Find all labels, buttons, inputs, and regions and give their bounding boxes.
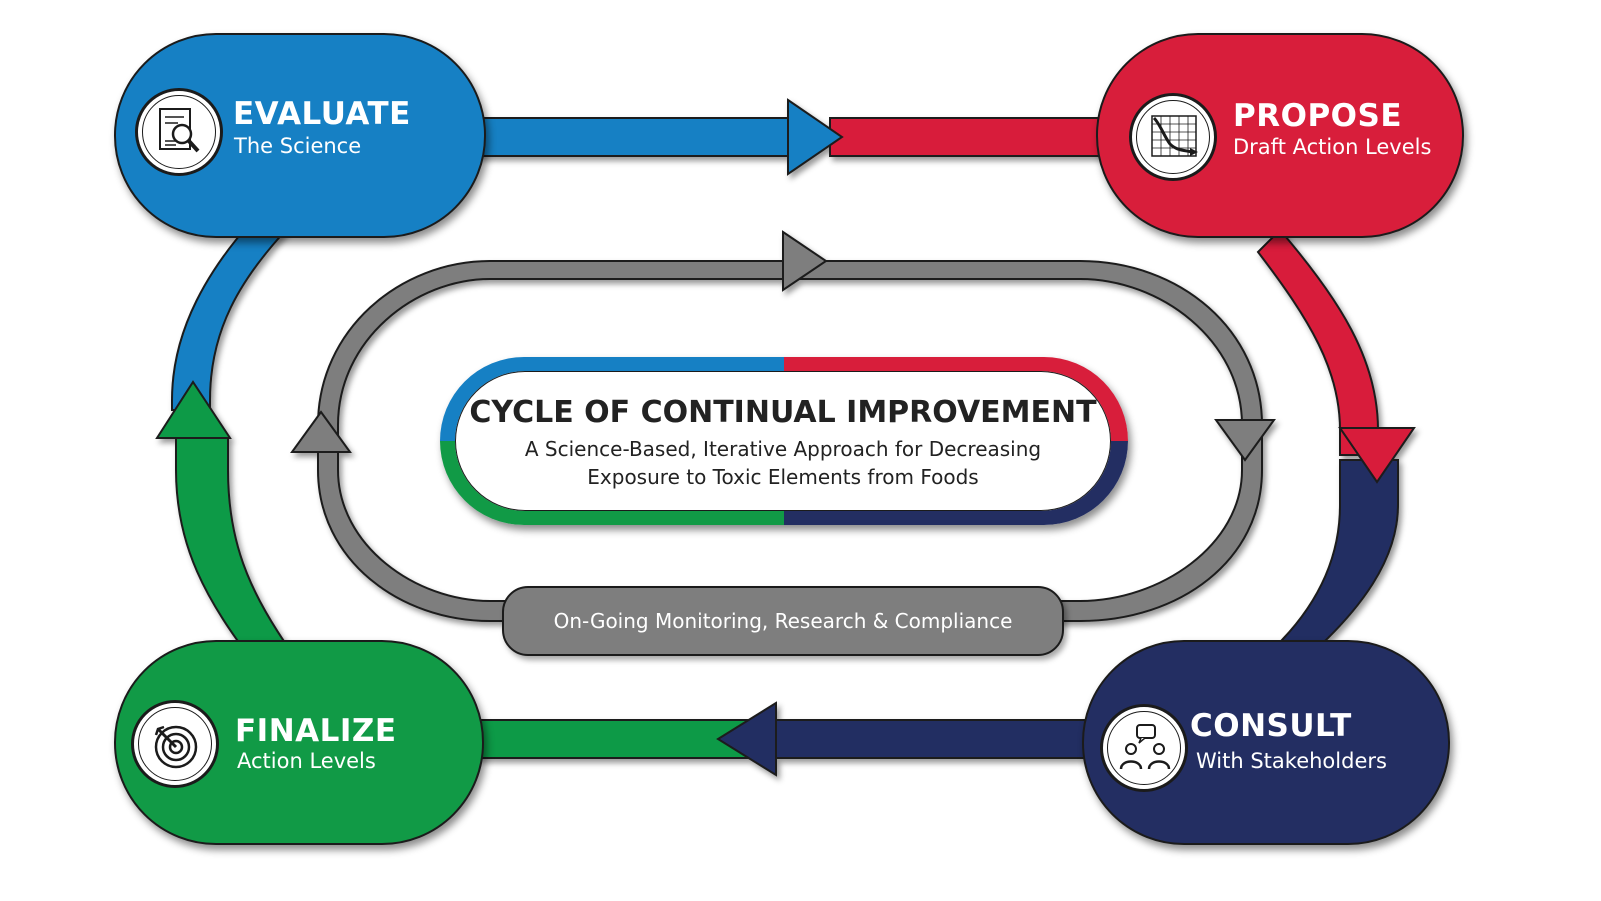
connector-propose-consult — [1256, 228, 1416, 657]
people-chat-icon — [1100, 704, 1188, 792]
monitoring-label: On-Going Monitoring, Research & Complian… — [553, 609, 1013, 633]
monitoring-pill — [502, 586, 1064, 656]
finalize-title: FINALIZE — [235, 713, 397, 749]
finalize-subtitle: Action Levels — [237, 749, 376, 773]
declining-graph-icon — [1129, 93, 1217, 181]
center-subtitle-line2: Exposure to Toxic Elements from Foods — [587, 465, 979, 489]
evaluate-title: EVALUATE — [233, 96, 411, 132]
document-magnifier-icon — [135, 88, 223, 176]
connector-finalize-evaluate — [155, 210, 292, 670]
loop-arrow-right — [1214, 419, 1276, 462]
evaluate-subtitle: The Science — [234, 134, 362, 158]
loop-arrow-top — [782, 230, 828, 292]
loop-arrow-left — [290, 410, 352, 453]
propose-subtitle: Draft Action Levels — [1233, 135, 1432, 159]
consult-subtitle: With Stakeholders — [1196, 749, 1387, 773]
center-subtitle-line1: A Science-Based, Iterative Approach for … — [524, 437, 1042, 461]
propose-title: PROPOSE — [1233, 98, 1403, 134]
consult-title: CONSULT — [1190, 708, 1352, 744]
center-title: CYCLE OF CONTINUAL IMPROVEMENT — [469, 395, 1097, 430]
connector-evaluate-propose — [477, 98, 1103, 176]
target-arrow-icon — [131, 700, 219, 788]
loop-track — [317, 260, 1263, 622]
connector-consult-finalize — [477, 701, 1091, 777]
center-badge — [455, 371, 1111, 511]
monitoring-loop — [290, 230, 1276, 622]
